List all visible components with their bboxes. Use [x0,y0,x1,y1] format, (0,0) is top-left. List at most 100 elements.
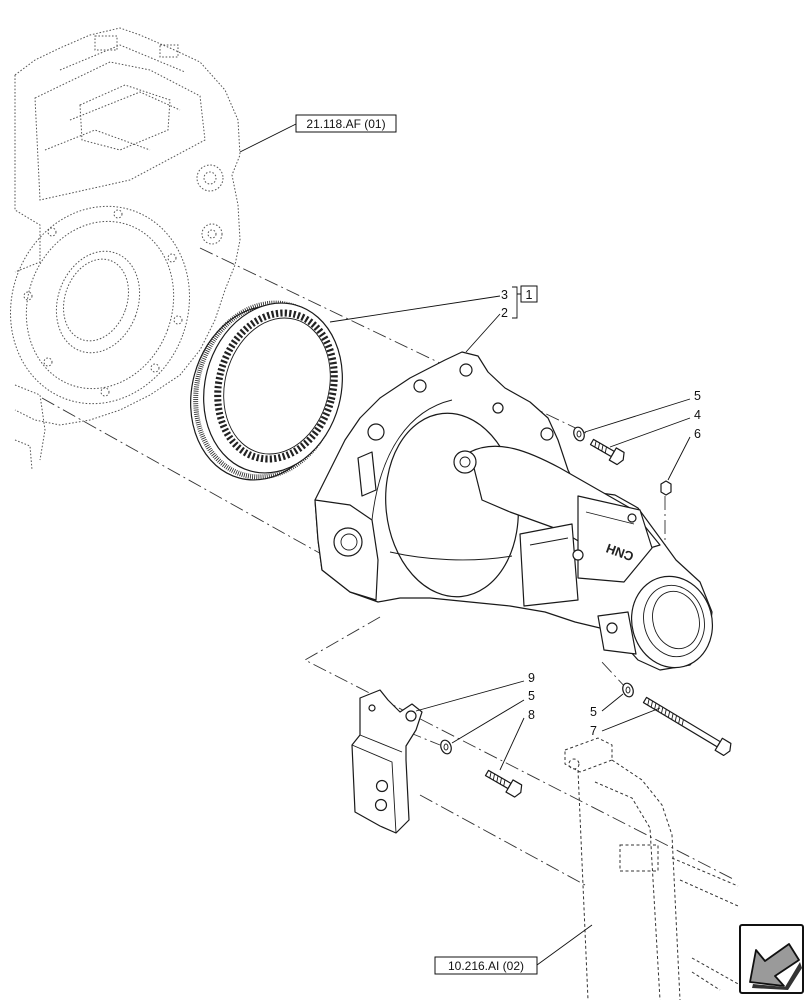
boss-pad-2 [627,513,637,523]
callout-bolt-bracket-leader [499,717,525,771]
frame-cap [564,737,613,773]
callout-bracket[interactable]: 9 [528,671,535,685]
reference-transmission-leader [239,123,297,153]
callout-plug[interactable]: 6 [694,427,701,441]
callout-washer-bracket[interactable]: 5 [528,689,535,703]
bell-rim [371,399,453,521]
callout-bolt-top-leader [609,417,691,448]
bell-ridge [389,551,513,561]
callout-bolt-top[interactable]: 4 [694,408,701,422]
frame-bottom-member [691,957,741,991]
bolt-top [589,438,625,466]
bolt-long [642,696,732,757]
washer-top-hole [576,430,582,438]
housing-top-cavity-inner [79,84,171,151]
next-page-arrow-shadow [752,962,802,990]
final-drive-housing: CNH [314,351,714,671]
ring-gear [190,300,343,481]
alignment-line [304,616,736,881]
bolt-bracket [484,769,523,798]
reference-frame[interactable]: 10.216.AI (02) [434,924,593,975]
flange-bore [55,250,141,354]
reference-transmission-box[interactable] [295,114,397,133]
callout-bracket-leader [415,680,525,712]
frame-leg [564,737,741,1000]
frame-crossmember [671,857,739,907]
housing-boss-lower-inner [207,229,217,239]
housing-top-ridge [44,44,186,151]
mount-pad-left [519,523,579,607]
hub-tab-lower [597,611,637,655]
callout-washer-long[interactable]: 5 [590,705,597,719]
frame-slot [619,844,659,872]
bracket-hole [368,704,376,712]
reference-frame-leader [536,924,593,966]
output-hub-bore [652,590,700,650]
reference-transmission[interactable]: 21.118.AF (01) [239,114,397,153]
boss-left-ear [413,379,427,393]
flange-hole [333,527,363,557]
flange-ring [25,220,175,390]
frame-inner-edge [594,781,661,1000]
callout-housing[interactable]: 2 [501,306,508,320]
flange-bolt-holes [23,209,183,397]
bolt-bracket-head [505,779,523,798]
hub-tab-hole [606,622,618,634]
housing-left-edge [14,75,41,273]
bracket-plate [351,689,423,834]
callout-kit[interactable]: 1 [526,288,533,302]
washer-bracket-outer [440,739,452,755]
bolt-hole [100,387,110,397]
flange-bore-inner [63,258,129,342]
bolt-top-thread [594,440,607,454]
bolt-long-thread [647,698,684,726]
boss-top-center-hole [459,456,471,468]
boss-right [540,427,554,441]
callout-plug-leader [667,436,691,481]
callout-bolt-long-leader [601,707,661,732]
callout-bolt-bracket[interactable]: 8 [528,708,535,722]
bracket-nut [374,798,388,812]
washer-bracket-hole [443,743,449,751]
boss-left [367,423,385,441]
bolt-long-head [714,737,732,757]
callout-housing-leader [465,313,501,353]
callout-washer-top[interactable]: 5 [694,389,701,403]
ring-gear-inner-edge [223,317,331,455]
housing-bottom-left [14,384,46,471]
callout-bolt-long[interactable]: 7 [590,724,597,738]
housing-top-boss [94,35,118,51]
flange-outer [10,205,190,405]
next-page-button[interactable] [739,924,804,994]
flange-hole-inner [340,533,358,551]
reference-transmission-label[interactable]: 21.118.AF (01) [306,117,385,131]
bolt-top-head [608,447,625,466]
ring-gear-front-face [203,302,343,474]
ring-gear-teeth [214,309,338,463]
callout-ring-gear-leader [329,295,501,323]
callout-washer-top-leader [584,398,691,433]
washer-long-outer [622,682,634,698]
housing-boss-upper-inner [203,171,217,185]
washer-long-hole [625,686,631,694]
boss-top-ear [459,363,473,377]
callout-washer-bracket-leader [451,699,525,744]
transmission-housing [10,27,241,471]
bolt-hole [23,291,33,301]
reference-frame-label[interactable]: 10.216.AI (02) [448,959,524,973]
housing-boss-lower [201,223,223,245]
washer-bracket [440,739,452,755]
washer-top-outer [573,426,585,442]
callout-kit-box[interactable] [520,285,538,303]
frame-right-edge [611,759,681,1000]
callout-washer-long-leader [601,693,624,712]
bolt-hole [167,253,177,263]
reference-frame-box[interactable] [434,956,538,975]
bracket-bend [351,734,403,834]
breather-boss [357,451,377,497]
bolt-hole [47,227,57,237]
bolt-bracket-thread [489,771,506,787]
callout-ring-gear[interactable]: 3 [501,288,508,302]
boss-top-center [453,450,477,474]
